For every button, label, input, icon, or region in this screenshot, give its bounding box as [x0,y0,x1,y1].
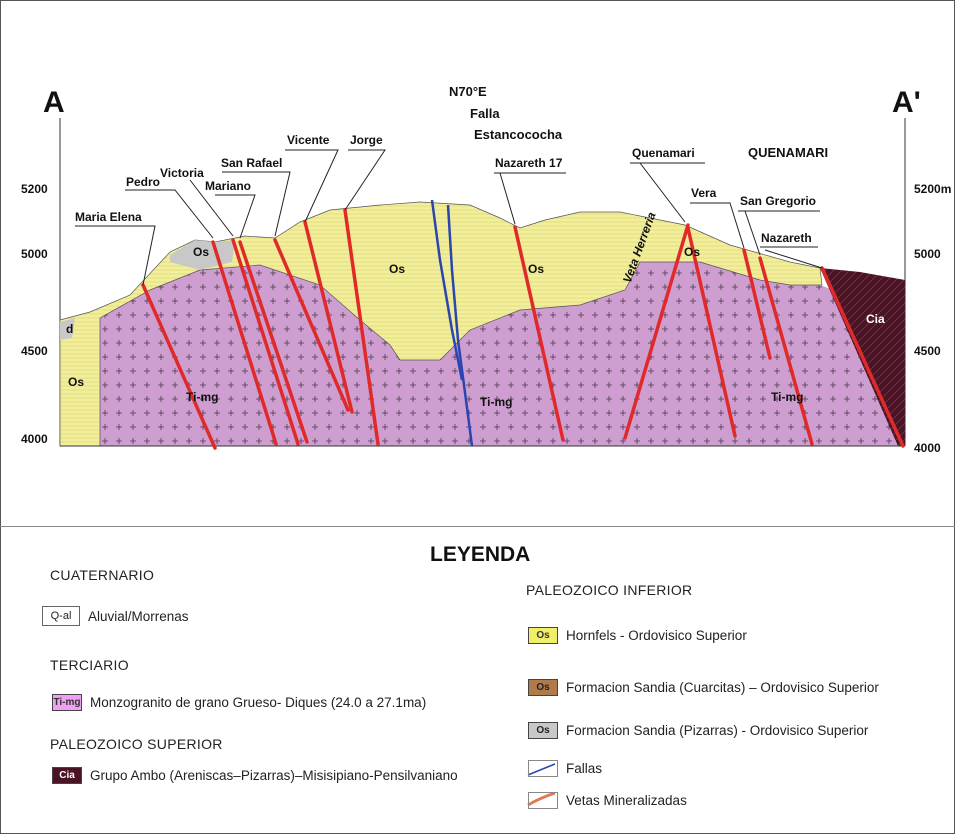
leader-jorge [345,150,385,210]
unit-os-center: Os [389,262,405,276]
leader-mariano [215,195,255,238]
leader-maria-elena [75,226,155,285]
label-vicente: Vicente [287,133,329,147]
section-start-marker: A [43,86,65,120]
label-san-rafael: San Rafael [221,156,282,170]
label-maria-elena: Maria Elena [75,210,142,224]
legend-row-vetas: Vetas Mineralizadas [528,792,687,809]
unit-timg-center: Ti-mg [480,395,512,409]
legend-row-cia: Cia Grupo Ambo (Areniscas–Pizarras)–Misi… [52,767,458,784]
cia-desc: Grupo Ambo (Areniscas–Pizarras)–Misisipi… [90,768,458,783]
elev-right-5200: 5200m [914,182,951,196]
area-name: QUENAMARI [748,145,828,160]
legend-row-pizarras: Os Formacion Sandia (Pizarras) - Ordovis… [528,722,868,739]
legend-row-hornfels: Os Hornfels - Ordovisico Superior [528,627,747,644]
fallas-swatch [528,760,558,777]
unit-os-right: Os [528,262,544,276]
legend-row-cuarcitas: Os Formacion Sandia (Cuarcitas) – Ordovi… [528,679,879,696]
elev-left-4000: 4000 [21,432,48,446]
fault-name-line1: Falla [470,106,500,121]
label-vera: Vera [691,186,716,200]
elev-right-5000: 5000 [914,247,941,261]
unit-os-left: Os [193,245,209,259]
legend-row-qal: Q-al Aluvial/Morrenas [42,606,189,626]
unit-cia: Cia [866,312,885,326]
vetas-desc: Vetas Mineralizadas [566,793,687,808]
unit-os-edge: Os [68,375,84,389]
section-end-marker: A' [892,86,921,120]
legend-terciario: TERCIARIO [50,657,129,673]
legend-row-fallas: Fallas [528,760,602,777]
cuarcitas-desc: Formacion Sandia (Cuarcitas) – Ordovisic… [566,680,879,695]
vetas-swatch [528,792,558,809]
elev-right-4500: 4500 [914,344,941,358]
unit-d: d [66,322,73,336]
label-pedro: Pedro [126,175,160,189]
elev-left-4500: 4500 [21,344,48,358]
legend-paleozoico-inferior: PALEOZOICO INFERIOR [526,582,692,598]
legend-cuaternario: CUATERNARIO [50,567,154,583]
legend-row-timg: Ti-mg Monzogranito de grano Grueso- Diqu… [52,694,426,711]
elev-left-5200: 5200 [21,182,48,196]
pizarras-desc: Formacion Sandia (Pizarras) - Ordovisico… [566,723,868,738]
fault-name-line2: Estancococha [474,127,562,142]
cia-swatch: Cia [52,767,82,784]
hornfels-swatch: Os [528,627,558,644]
elev-right-4000: 4000 [914,441,941,455]
label-victoria: Victoria [160,166,204,180]
direction-label: N70°E [449,84,487,99]
label-san-gregorio: San Gregorio [740,194,816,208]
legend-paleozoico-superior: PALEOZOICO SUPERIOR [50,736,223,752]
timg-desc: Monzogranito de grano Grueso- Diques (24… [90,695,426,710]
label-mariano: Mariano [205,179,251,193]
cuarcitas-swatch: Os [528,679,558,696]
hornfels-desc: Hornfels - Ordovisico Superior [566,628,747,643]
unit-timg-left: Ti-mg [186,390,218,404]
leader-nazareth-17 [494,173,566,224]
label-nazareth-17: Nazareth 17 [495,156,562,170]
unit-os-far-right: Os [684,245,700,259]
label-quenamari: Quenamari [632,146,695,160]
elev-left-5000: 5000 [21,247,48,261]
timg-swatch: Ti-mg [52,694,82,711]
legend-title: LEYENDA [430,543,530,567]
unit-timg-right: Ti-mg [771,390,803,404]
pizarras-swatch: Os [528,722,558,739]
legend-divider [0,526,955,527]
qal-desc: Aluvial/Morrenas [88,609,189,624]
qal-swatch: Q-al [42,606,80,626]
label-nazareth: Nazareth [761,231,812,245]
fallas-desc: Fallas [566,761,602,776]
label-jorge: Jorge [350,133,383,147]
